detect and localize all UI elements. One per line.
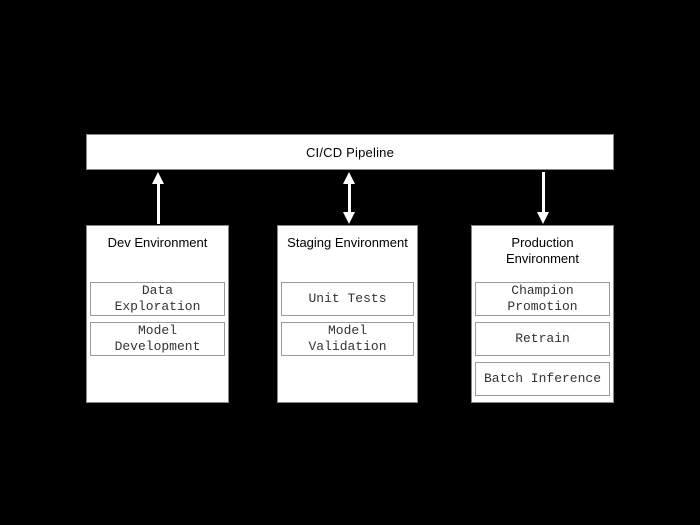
staging-environment-tasks: Unit Tests Model Validation: [281, 282, 414, 356]
task-unit-tests: Unit Tests: [281, 282, 414, 316]
staging-environment-title: Staging Environment: [287, 235, 408, 250]
arrow-shaft: [156, 184, 160, 224]
task-data-exploration: Data Exploration: [90, 282, 225, 316]
dev-environment-title: Dev Environment: [107, 235, 208, 250]
arrow-shaft: [347, 184, 351, 212]
dev-environment-box: Dev Environment Data Exploration Model D…: [86, 225, 229, 403]
arrowhead-down-icon: [537, 212, 549, 224]
task-model-development: Model Development: [90, 322, 225, 356]
arrowhead-down-icon: [343, 212, 355, 224]
arrowhead-up-icon: [152, 172, 164, 184]
task-retrain: Retrain: [475, 322, 610, 356]
staging-environment-box: Staging Environment Unit Tests Model Val…: [277, 225, 418, 403]
task-champion-promotion: Champion Promotion: [475, 282, 610, 316]
task-batch-inference: Batch Inference: [475, 362, 610, 396]
production-environment-tasks: Champion Promotion Retrain Batch Inferen…: [475, 282, 610, 396]
arrow-pipeline-to-production: [536, 172, 550, 224]
production-environment-title: Production Environment: [506, 235, 579, 266]
arrow-staging-pipeline-bidirectional: [342, 172, 356, 224]
production-environment-box: Production Environment Champion Promotio…: [471, 225, 614, 403]
dev-environment-tasks: Data Exploration Model Development: [90, 282, 225, 356]
cicd-pipeline-box: CI/CD Pipeline: [86, 134, 614, 170]
cicd-pipeline-label: CI/CD Pipeline: [305, 144, 395, 160]
task-model-validation: Model Validation: [281, 322, 414, 356]
arrow-shaft: [541, 172, 545, 212]
arrow-dev-to-pipeline: [151, 172, 165, 224]
arrowhead-up-icon: [343, 172, 355, 184]
